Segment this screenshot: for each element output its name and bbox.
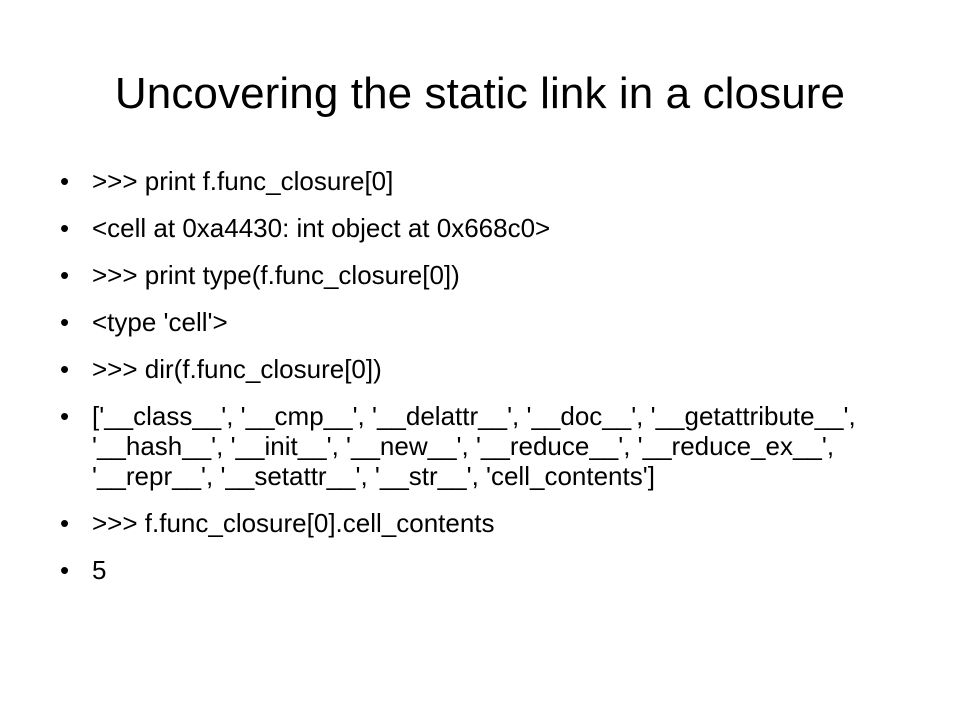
bullet-text: ['__class__', '__cmp__', '__delattr__', … — [92, 401, 863, 491]
bullet-icon: • — [60, 555, 70, 585]
bullet-text: <type 'cell'> — [92, 307, 228, 337]
bullet-list: • >>> print f.func_closure[0] • <cell at… — [60, 166, 920, 602]
bullet-icon: • — [60, 508, 70, 538]
bullet-item: • 5 — [60, 555, 920, 585]
bullet-text: 5 — [92, 555, 107, 585]
bullet-item: • >>> print f.func_closure[0] — [60, 166, 920, 196]
bullet-text: >>> dir(f.func_closure[0]) — [92, 354, 382, 384]
bullet-item: • <cell at 0xa4430: int object at 0x668c… — [60, 213, 920, 243]
bullet-item: • >>> dir(f.func_closure[0]) — [60, 354, 920, 384]
bullet-text: <cell at 0xa4430: int object at 0x668c0> — [92, 213, 551, 243]
bullet-text: >>> f.func_closure[0].cell_contents — [92, 508, 495, 538]
bullet-item: • ['__class__', '__cmp__', '__delattr__'… — [60, 401, 920, 491]
bullet-icon: • — [60, 401, 70, 431]
bullet-icon: • — [60, 166, 70, 196]
bullet-item: • >>> print type(f.func_closure[0]) — [60, 260, 920, 290]
bullet-icon: • — [60, 354, 70, 384]
bullet-item: • >>> f.func_closure[0].cell_contents — [60, 508, 920, 538]
slide-title: Uncovering the static link in a closure — [114, 69, 846, 118]
bullet-text: >>> print f.func_closure[0] — [92, 166, 394, 196]
bullet-item: • <type 'cell'> — [60, 307, 920, 337]
bullet-icon: • — [60, 307, 70, 337]
bullet-text: >>> print type(f.func_closure[0]) — [92, 260, 460, 290]
bullet-icon: • — [60, 213, 70, 243]
bullet-icon: • — [60, 260, 70, 290]
